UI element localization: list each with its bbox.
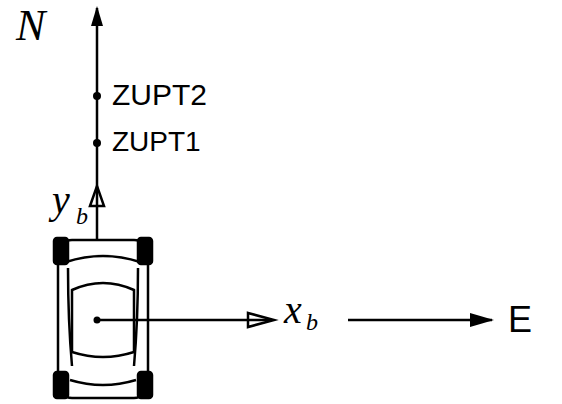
- axis-label: x: [284, 290, 302, 330]
- zupt-point: [93, 92, 101, 100]
- car-top-view: [54, 238, 152, 398]
- zupt-label: ZUPT1: [112, 128, 201, 156]
- xb-axis: [97, 319, 272, 322]
- axis-subscript: b: [76, 204, 88, 228]
- zupt-label: ZUPT2: [112, 80, 207, 110]
- yb-arrowhead: [90, 186, 104, 206]
- east-arrowhead: [470, 313, 494, 327]
- zupt-point: [93, 139, 101, 147]
- xb-arrowhead: [248, 313, 274, 327]
- axis-label: y: [52, 180, 70, 220]
- axis-label: E: [508, 302, 532, 338]
- axis-label: N: [16, 4, 45, 48]
- north-arrowhead: [91, 6, 103, 26]
- axis-subscript: b: [306, 310, 318, 334]
